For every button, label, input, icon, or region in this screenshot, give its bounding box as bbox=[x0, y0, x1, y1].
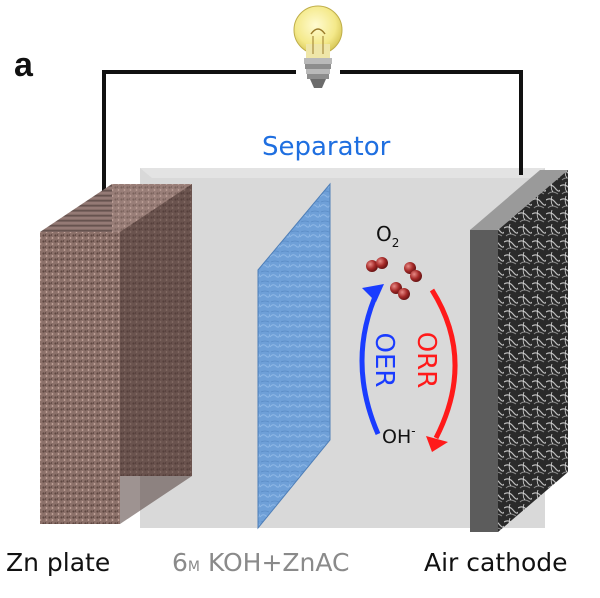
o2-subscript: 2 bbox=[391, 236, 400, 250]
orr-label: ORR bbox=[411, 332, 441, 389]
oh-base: OH bbox=[382, 426, 412, 448]
electrolyte-top-face bbox=[140, 168, 545, 178]
circuit-wire-right bbox=[340, 70, 523, 175]
electrolyte-prefix: 6 bbox=[172, 548, 188, 577]
electrolyte-unit: M bbox=[187, 559, 200, 575]
air-cathode-label: Air cathode bbox=[424, 548, 568, 577]
electrolyte-tank bbox=[140, 168, 545, 528]
zn-plate bbox=[40, 184, 192, 524]
light-bulb-icon bbox=[293, 5, 343, 88]
panel-label: a bbox=[14, 46, 33, 84]
oer-label: OER bbox=[369, 333, 399, 388]
oh-superscript: - bbox=[411, 424, 416, 438]
oer-arrow bbox=[359, 284, 384, 435]
air-cathode bbox=[470, 170, 568, 532]
o2-base: O bbox=[376, 222, 392, 246]
electrolyte-label: 6M KOH+ZnAC bbox=[172, 548, 350, 577]
o2-label: O2 bbox=[376, 222, 399, 250]
separator-membrane bbox=[257, 182, 331, 530]
hydroxide-label: OH- bbox=[382, 424, 416, 448]
electrolyte-rest: KOH+ZnAC bbox=[200, 548, 350, 577]
zn-plate-label: Zn plate bbox=[6, 548, 111, 577]
o2-molecules-icon bbox=[366, 257, 422, 300]
separator-label: Separator bbox=[262, 132, 391, 162]
circuit-wire bbox=[102, 70, 296, 204]
orr-arrow bbox=[426, 288, 458, 452]
